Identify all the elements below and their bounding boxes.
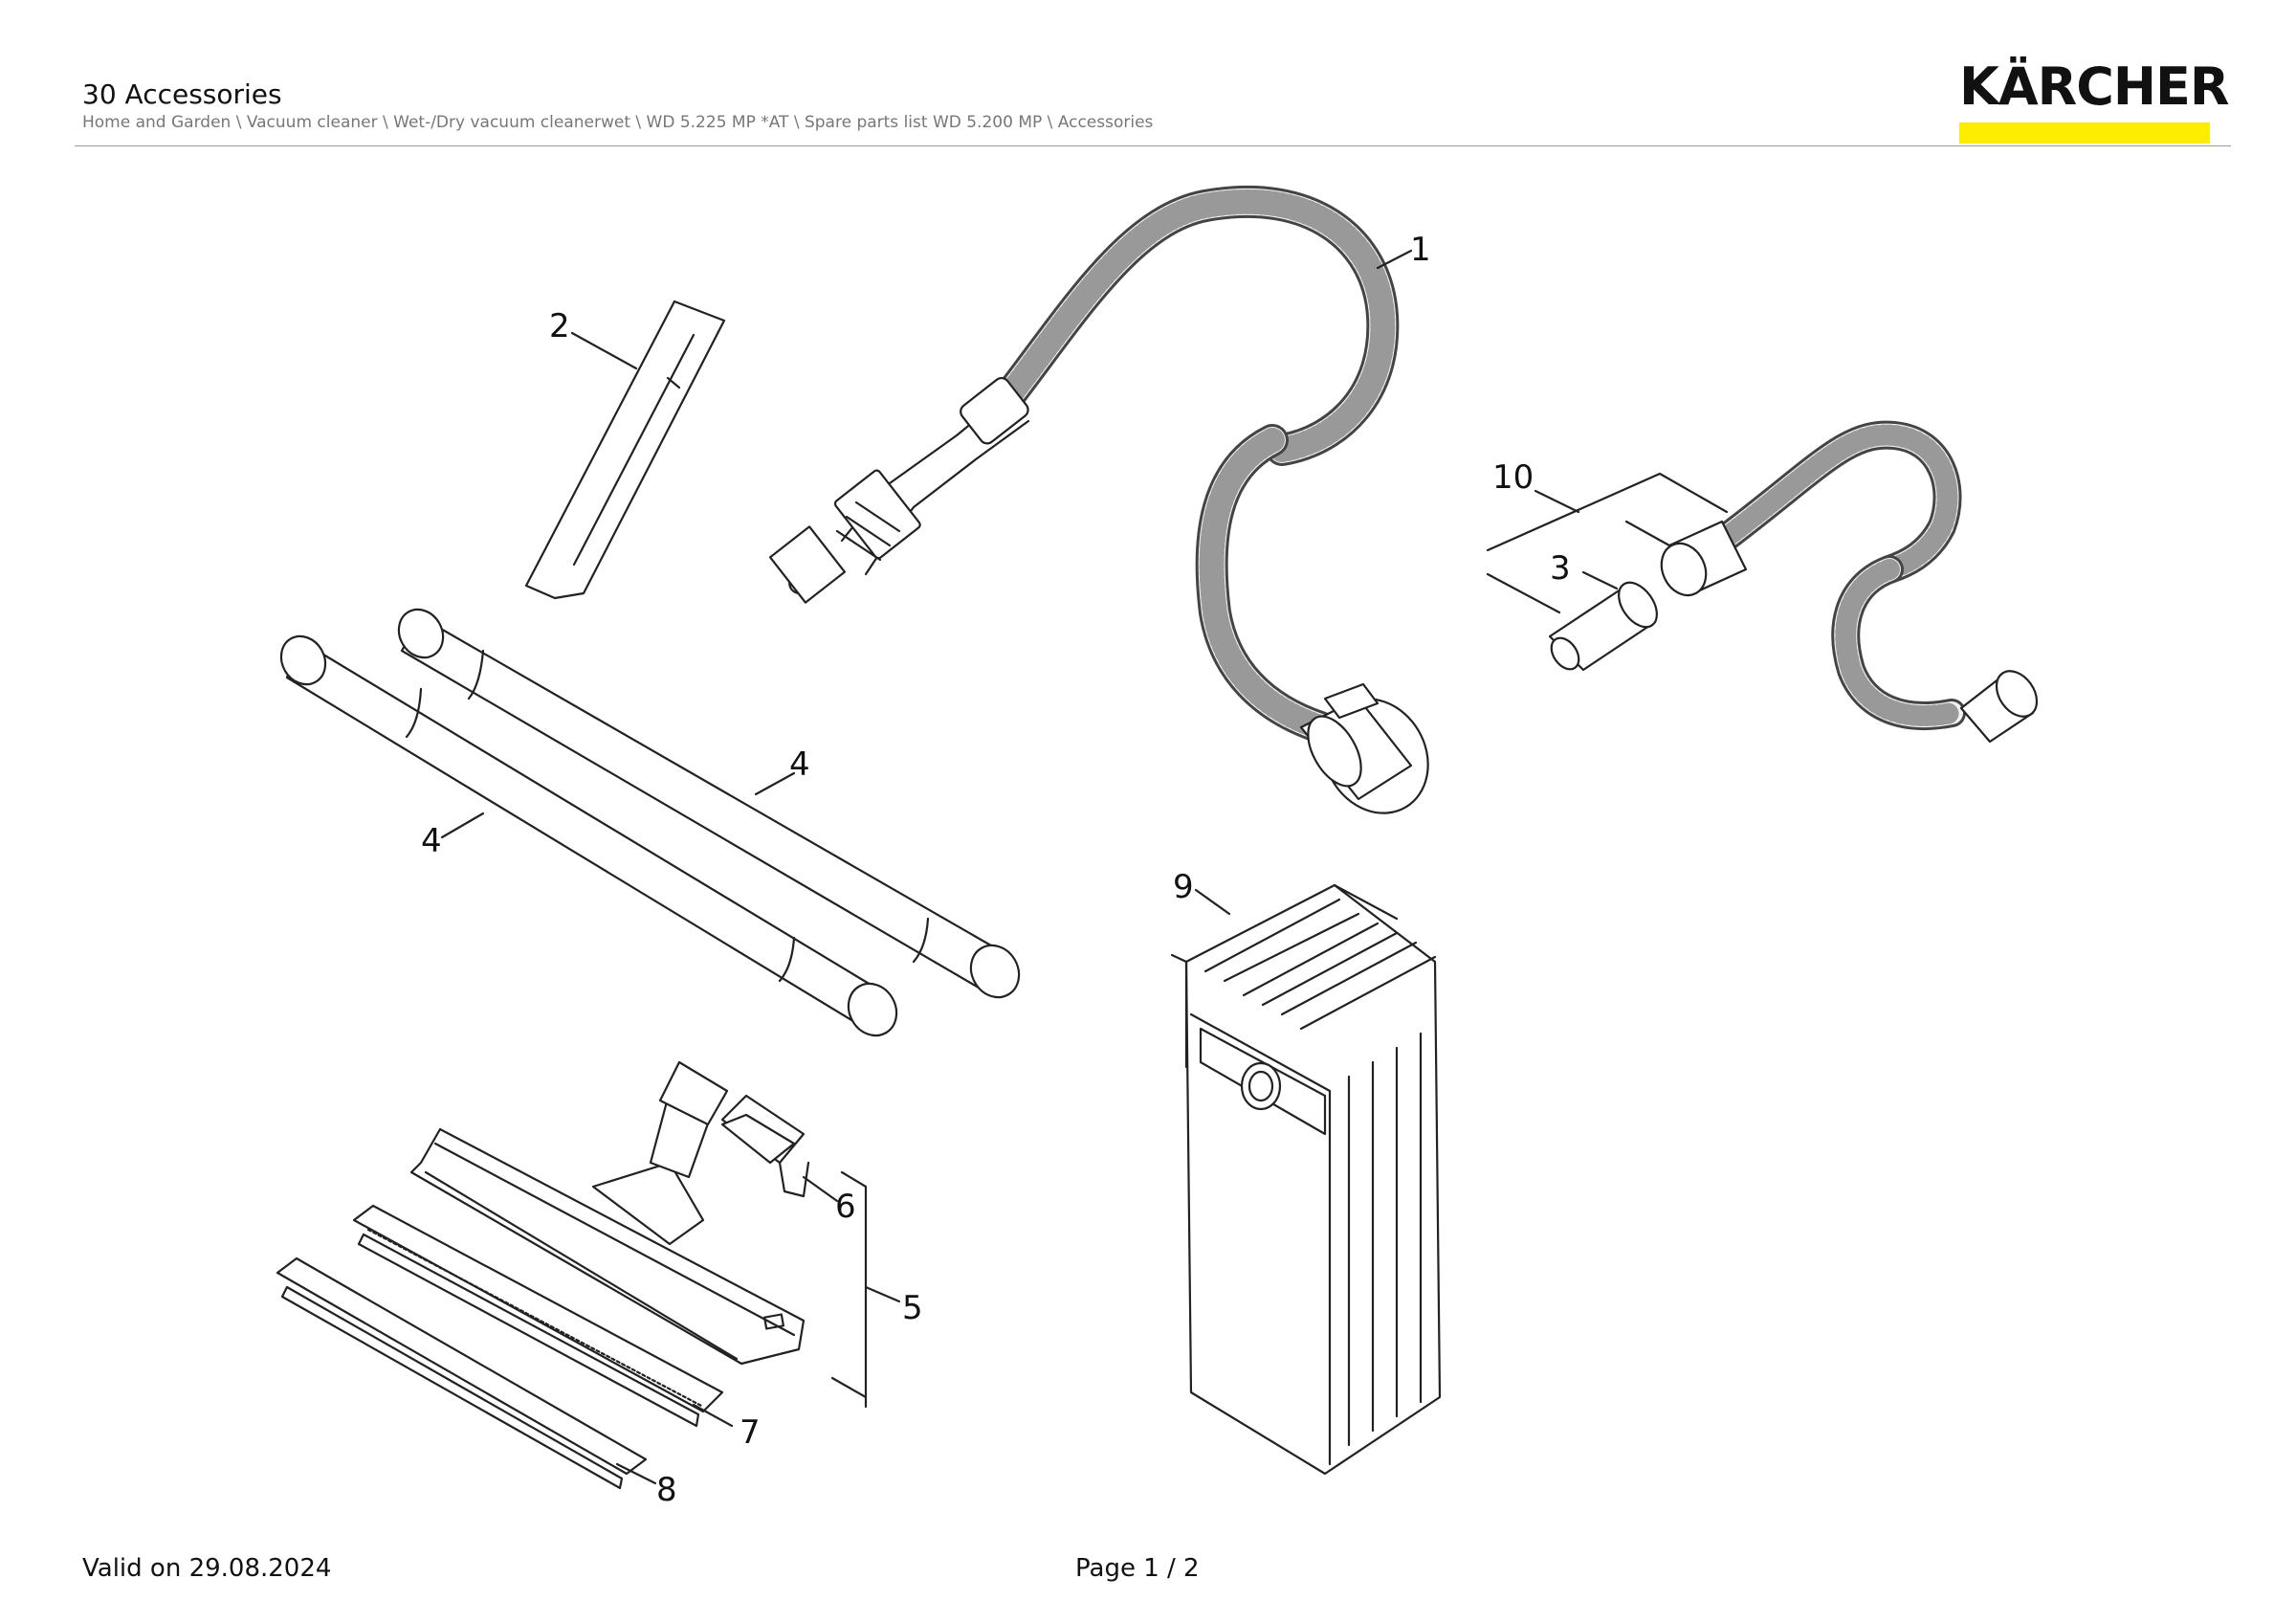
part-label-6: 6 [835,1188,856,1226]
part-4-extension-tubes [279,608,1021,1037]
part-label-3: 3 [1550,549,1571,588]
part-label-8: 8 [656,1471,677,1509]
part-label-1: 1 [1410,231,1431,269]
part-label-9: 9 [1173,868,1194,906]
valid-date: Valid on 29.08.2024 [82,1554,332,1583]
part-3-adapter [1548,570,1658,672]
part-1-suction-hose [768,185,1429,814]
header-divider [75,145,2231,146]
part-label-5: 5 [902,1289,923,1327]
logo-yellow-bar [1959,122,2210,144]
logo-text: KÄRCHER [1959,56,2230,117]
part-label-2: 2 [549,307,570,345]
part-8-insert [276,1256,657,1490]
breadcrumb: Home and Garden \ Vacuum cleaner \ Wet-/… [82,113,1154,132]
part-5-floor-nozzle [409,1060,901,1409]
part-label-10: 10 [1492,458,1534,497]
page-title: 30 Accessories [82,78,282,110]
part-7-insert [352,1204,734,1428]
part-label-4a: 4 [421,822,442,860]
part-10-small-hose [1486,420,2039,744]
part-9-filter-bags [1170,883,1442,1476]
part-2-crevice-nozzle [524,300,726,600]
part-label-7: 7 [740,1413,761,1452]
brand-logo: KÄRCHER [1959,56,2230,144]
page-number: Page 1 / 2 [1075,1554,1200,1583]
part-number-labels: 1 2 3 4 4 5 6 7 8 9 10 [421,231,1571,1509]
part-6-adapter [720,1113,839,1203]
part-label-4b: 4 [789,745,810,784]
